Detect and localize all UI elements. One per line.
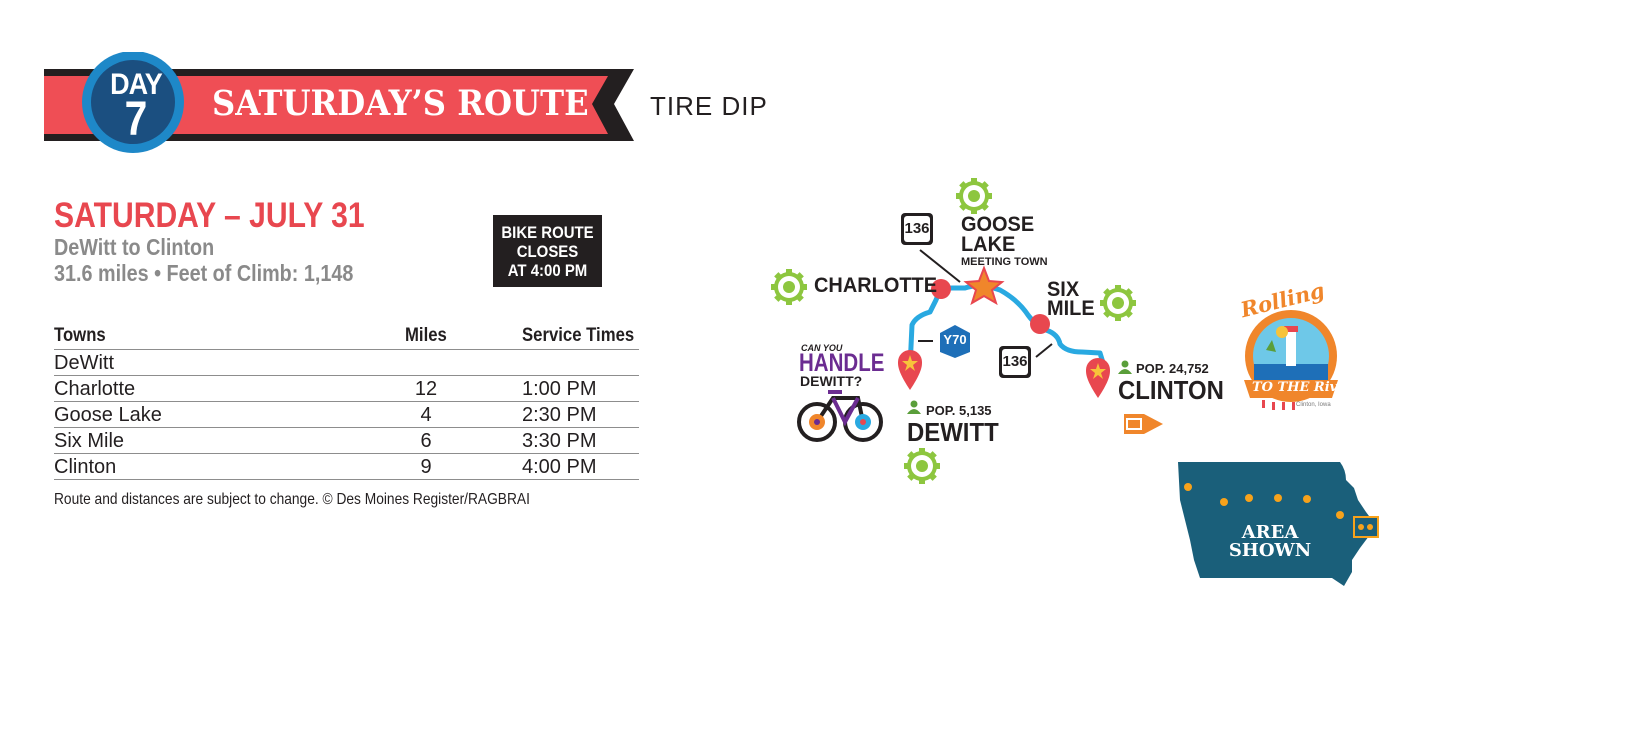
route-from-to: DeWitt to Clinton (54, 234, 215, 260)
closing-line-3: AT 4:00 PM (507, 261, 588, 280)
six-mile-label-line1: SIX (1047, 278, 1080, 301)
service-gear-icon (904, 448, 940, 484)
route-line (907, 283, 1107, 371)
table-row: Clinton 9 4:00 PM (54, 454, 639, 480)
person-icon (1118, 360, 1132, 374)
clinton-logo-place: Clinton, Iowa (1296, 402, 1331, 408)
goose-lake-label-line1: GOOSE (961, 213, 1035, 236)
six-mile-dot (1030, 314, 1050, 334)
time-cell: 4:00 PM (522, 456, 597, 478)
town-cell: Six Mile (54, 430, 125, 452)
time-cell: 1:00 PM (522, 378, 597, 400)
y70-label: Y70 (943, 332, 967, 347)
area-shown-line1: AREA (1241, 522, 1299, 543)
header-times: Service Times (522, 325, 635, 346)
overnight-arrow-icon (1124, 414, 1163, 434)
schedule-table: Towns Miles Service Times DeWitt Charlot… (54, 324, 639, 480)
person-icon (907, 400, 921, 414)
clinton-pin (1086, 358, 1110, 398)
dewitt-logo-line3: DEWITT? (800, 373, 863, 389)
header-towns: Towns (54, 325, 106, 346)
town-cell: Charlotte (54, 378, 136, 400)
highway-136-shield: 136 (999, 346, 1031, 378)
clinton-population: POP. 24,752 (1136, 361, 1209, 376)
area-shown-box (1353, 516, 1379, 538)
highway-136-label: 136 (1002, 349, 1028, 375)
service-gear-icon (1100, 285, 1136, 321)
closing-line-2: CLOSES (516, 242, 579, 261)
town-cell: DeWitt (54, 352, 114, 374)
day-banner (44, 52, 634, 153)
table-row: Six Mile 6 3:30 PM (54, 428, 639, 454)
route-date: SATURDAY – JULY 31 (54, 196, 365, 235)
dewitt-population: POP. 5,135 (926, 403, 992, 418)
area-shown-line2: SHOWN (1228, 540, 1312, 561)
table-row: Goose Lake 4 2:30 PM (54, 402, 639, 428)
table-row: Charlotte 12 1:00 PM (54, 376, 639, 402)
service-gear-icon (771, 269, 807, 305)
rolling-river-badge (1244, 310, 1338, 410)
town-cell: Clinton (54, 456, 117, 478)
day-number: 7 (124, 93, 148, 146)
route-stats: 31.6 miles • Feet of Climb: 1,148 (54, 260, 354, 286)
town-cell: Goose Lake (54, 404, 162, 426)
six-mile-label-line2: MILE (1047, 297, 1095, 320)
banner-title: SATURDAY’S ROUTE (212, 83, 589, 124)
route-closing-notice: BIKE ROUTE CLOSES AT 4:00 PM (493, 215, 602, 287)
highway-136-shield: 136 (901, 213, 933, 245)
time-cell: 2:30 PM (522, 404, 597, 426)
miles-cell: 9 (420, 456, 432, 478)
miles-cell: 6 (420, 430, 432, 452)
dewitt-logo-line1: CAN YOU (801, 343, 843, 353)
dewitt-pin (898, 350, 922, 390)
clinton-label: CLINTON (1118, 375, 1224, 405)
charlotte-label: CHARLOTTE (814, 274, 938, 297)
footnote: Route and distances are subject to chang… (54, 491, 530, 508)
day-label: DAY (110, 68, 163, 101)
banner-subtitle: TIRE DIP (650, 91, 768, 121)
y70-shield-icon (940, 325, 970, 358)
dewitt-logo-line2: HANDLE (799, 349, 885, 377)
dewitt-label: DEWITT (907, 417, 999, 447)
area-shown-label: AREA SHOWN (1218, 524, 1322, 560)
closing-line-1: BIKE ROUTE (501, 223, 594, 242)
time-cell: 3:30 PM (522, 430, 597, 452)
service-gear-icon (956, 178, 992, 214)
miles-cell: 4 (420, 404, 432, 426)
wheel-spokes-icon (809, 414, 871, 430)
goose-lake-label-line2: LAKE (961, 233, 1016, 256)
table-row: DeWitt (54, 350, 639, 376)
charlotte-dot (931, 279, 951, 299)
meeting-town-star (963, 265, 1005, 306)
bicycle-icon (797, 390, 883, 442)
highway-136-label: 136 (904, 216, 930, 242)
meeting-town-label: MEETING TOWN (961, 256, 1048, 268)
clinton-logo-subtitle: TO THE River (1252, 380, 1353, 395)
table-header: Towns Miles Service Times (54, 324, 639, 350)
header-miles: Miles (405, 325, 447, 346)
iowa-locator-map (1178, 462, 1379, 586)
route-map (771, 178, 1379, 586)
miles-cell: 12 (414, 378, 438, 400)
